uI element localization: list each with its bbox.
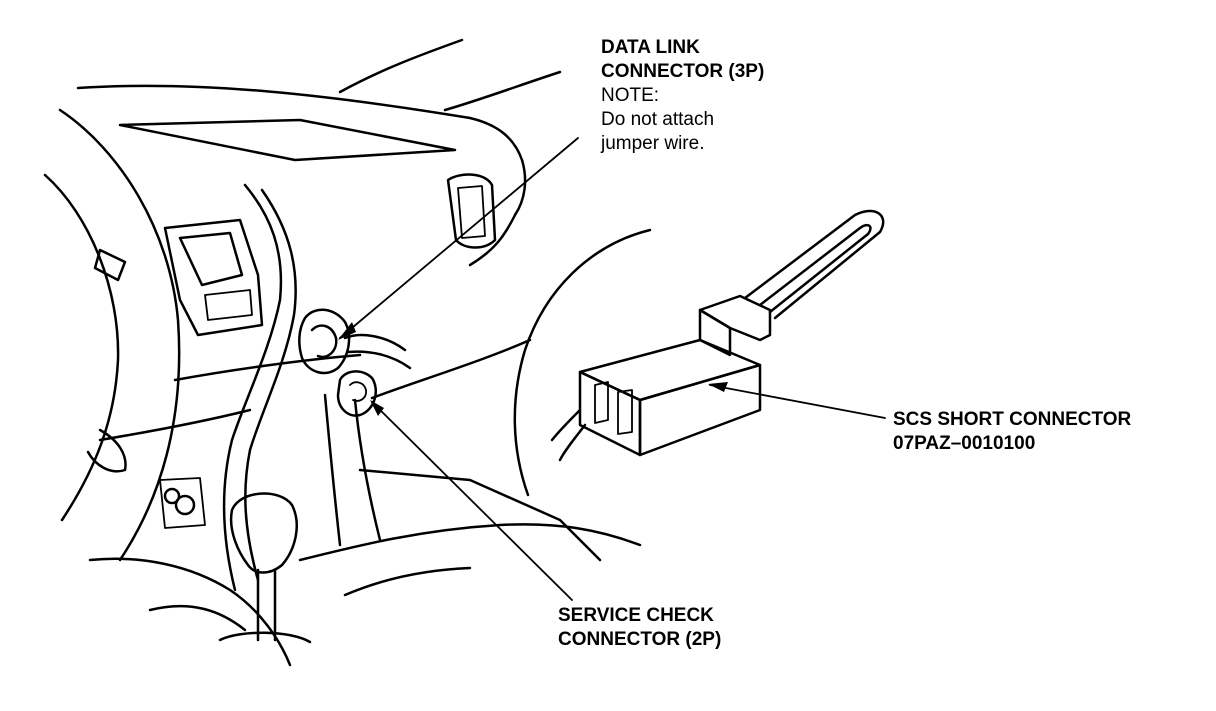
scs-wires bbox=[550, 408, 587, 462]
scs-connector-cap-front bbox=[698, 308, 732, 357]
service-check-line-2: CONNECTOR (2P) bbox=[558, 629, 722, 650]
callout-arc bbox=[513, 228, 652, 497]
steering-wheel-inner bbox=[43, 173, 120, 522]
scs-short-connector-label: SCS SHORT CONNECTOR 07PAZ–0010100 bbox=[893, 408, 1131, 456]
dlc-body bbox=[298, 308, 351, 375]
scs-connector-slot-2 bbox=[617, 389, 633, 435]
scs-clip bbox=[336, 370, 377, 417]
dlc-wiring bbox=[343, 333, 412, 370]
right-vent bbox=[446, 173, 497, 249]
center-column-right bbox=[244, 188, 297, 582]
data-link-line-1: DATA LINK bbox=[601, 37, 700, 58]
service-check-connector-label: SERVICE CHECK CONNECTOR (2P) bbox=[558, 604, 721, 652]
service-check-line-1: SERVICE CHECK bbox=[558, 605, 714, 626]
steering-wheel-outer bbox=[58, 108, 181, 562]
leader-service-check bbox=[371, 401, 573, 601]
switch-panel bbox=[159, 477, 206, 529]
leader-dlc-arrow bbox=[338, 322, 356, 340]
lower-left-form bbox=[88, 557, 292, 667]
data-link-line-2: CONNECTOR (3P) bbox=[601, 61, 765, 82]
scs-connector-slot-1 bbox=[594, 381, 609, 424]
data-link-note: NOTE: bbox=[601, 85, 660, 106]
dashboard-top-edge bbox=[76, 84, 472, 120]
display-panel bbox=[118, 118, 457, 162]
data-link-note-line-1: Do not attach bbox=[601, 109, 715, 130]
data-link-connector-label: DATA LINK CONNECTOR (3P) NOTE: Do not at… bbox=[601, 36, 764, 156]
switch-knob-1 bbox=[163, 487, 181, 505]
lower-dash-line bbox=[173, 353, 362, 382]
scs-jumper-loop bbox=[743, 209, 885, 320]
data-link-note-line-2: jumper wire. bbox=[601, 133, 705, 154]
scs-connector-front bbox=[578, 370, 642, 457]
steering-spoke-1 bbox=[93, 248, 127, 282]
gear-shift-boot bbox=[218, 631, 312, 644]
steering-spoke-2 bbox=[86, 428, 127, 473]
scs-clip-inner bbox=[349, 381, 367, 402]
windshield-line bbox=[338, 38, 464, 94]
console-front bbox=[343, 566, 472, 597]
scs-connector-side bbox=[638, 363, 762, 457]
right-vent-inner bbox=[457, 185, 486, 239]
scs-line-1: SCS SHORT CONNECTOR bbox=[893, 409, 1132, 430]
leader-dlc bbox=[339, 137, 579, 339]
dlc-detail bbox=[310, 324, 338, 359]
knee-panel-left bbox=[323, 393, 342, 547]
center-vent-outer bbox=[163, 218, 264, 337]
switch-knob-2 bbox=[174, 494, 196, 516]
leader-service-check-arrow bbox=[370, 400, 384, 416]
console-top bbox=[298, 523, 642, 562]
dash-right-edge bbox=[468, 116, 527, 217]
center-column-left bbox=[222, 183, 283, 592]
lower-left-form-2 bbox=[148, 604, 247, 632]
console-side bbox=[358, 468, 602, 562]
callout-sweep bbox=[370, 338, 532, 400]
leader-scs bbox=[709, 384, 886, 419]
scs-part-number: 07PAZ–0010100 bbox=[893, 433, 1036, 454]
scs-connector-cap bbox=[698, 294, 772, 342]
vent-slat bbox=[204, 289, 253, 321]
scs-jumper-loop-inner bbox=[758, 223, 872, 314]
gear-shift-stem bbox=[256, 568, 277, 642]
gear-shift-knob bbox=[229, 492, 298, 574]
leader-scs-arrow bbox=[708, 382, 728, 392]
center-vent-inner bbox=[178, 231, 244, 287]
lower-dash-line-2 bbox=[98, 408, 252, 442]
dash-right-lower bbox=[468, 213, 517, 267]
dash-upper-right bbox=[443, 70, 562, 112]
